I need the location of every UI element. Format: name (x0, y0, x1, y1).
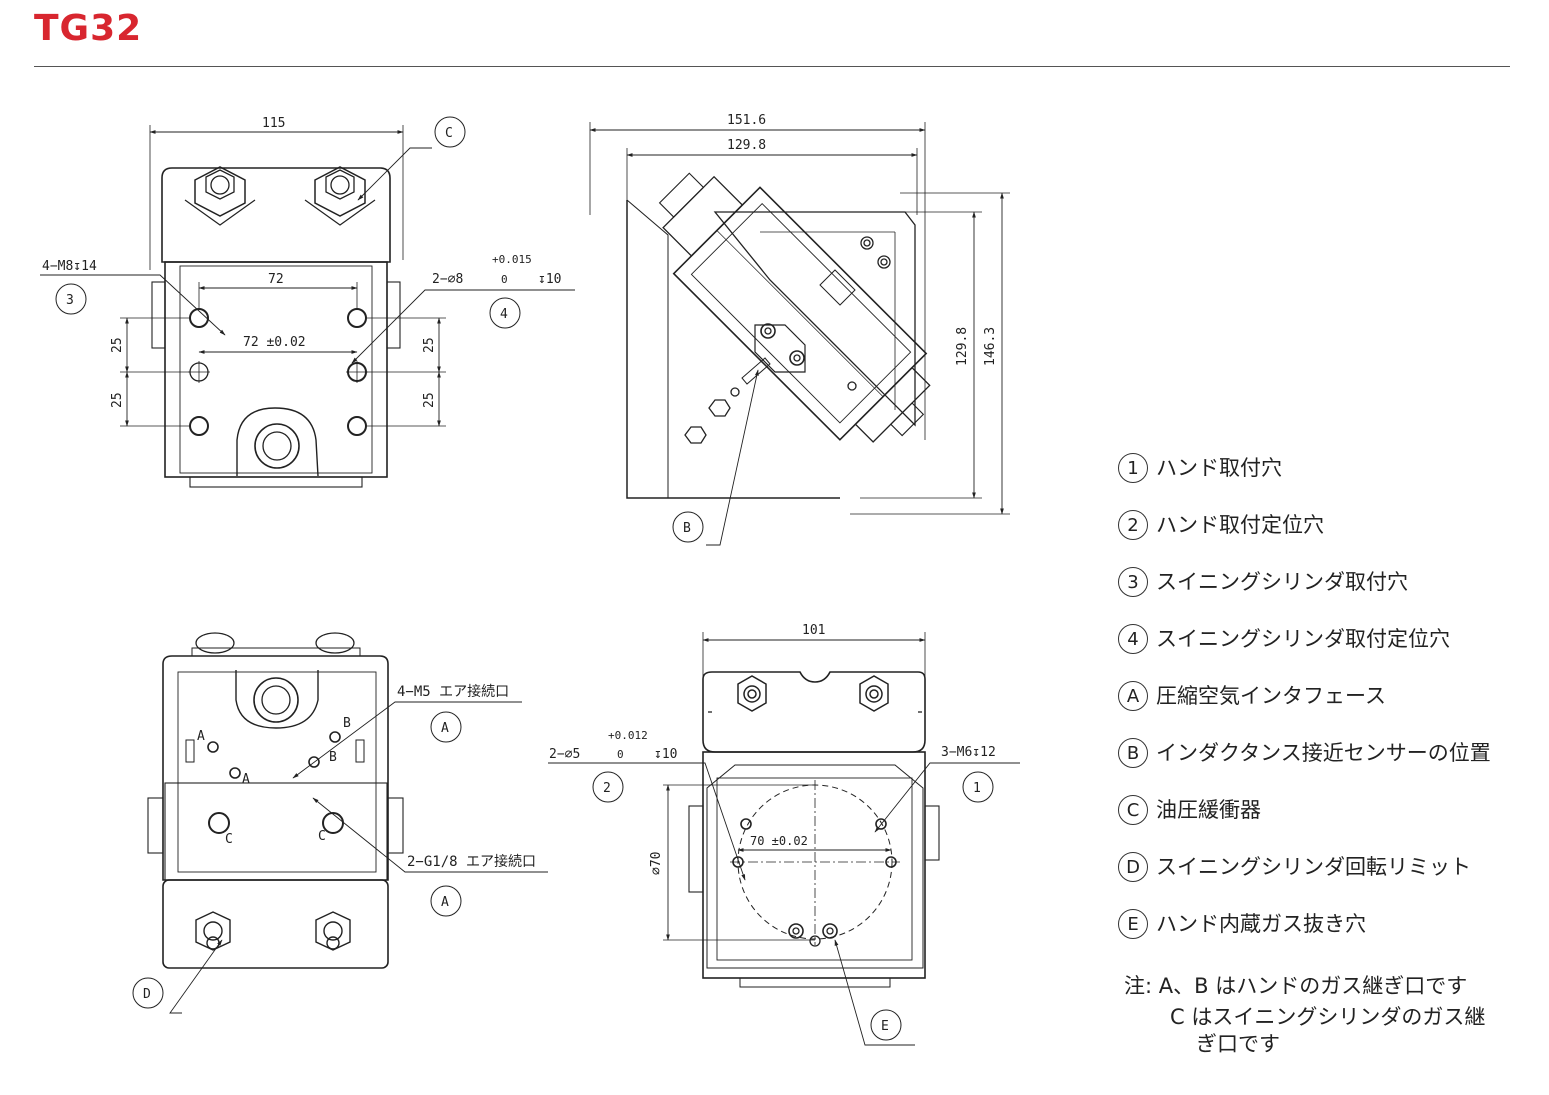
port-b-label-2: B (329, 750, 337, 765)
legend-item: E ハンド内蔵ガス抜き穴 (1118, 909, 1548, 968)
bolt-right (304, 166, 376, 226)
callout-1-text: 3−M6↧12 (941, 745, 996, 760)
legend-text: インダクタンス接近センサーの位置 (1156, 741, 1491, 765)
legend-mark: 3 (1118, 567, 1148, 597)
callout-e-mark: E (881, 1019, 889, 1034)
callout-4-text: 2−∅8 (432, 272, 463, 287)
callout-4-mark: 4 (500, 307, 508, 322)
top-vert-left-lower: 25 (110, 392, 125, 408)
top-vert-left-upper: 25 (110, 337, 125, 353)
side-view (589, 122, 1010, 546)
callout-1-mark: 1 (973, 781, 981, 796)
legend-mark: A (1118, 681, 1148, 711)
note-line-1: 注: A、B はハンドのガス継ぎ口です (1124, 974, 1468, 998)
legend-item: A 圧縮空気インタフェース (1118, 681, 1548, 740)
legend-item: B インダクタンス接近センサーの位置 (1118, 738, 1548, 797)
callout-c-mark: C (445, 126, 453, 141)
callout-a2-text: 2−G1/8 エア接続口 (407, 853, 536, 870)
legend-text: 圧縮空気インタフェース (1156, 684, 1386, 708)
top-view-labels: 115 72 72 ±0.02 25 25 25 25 4−M8↧14 3 2−… (42, 116, 561, 408)
port-a-label-1: A (197, 729, 205, 744)
header-divider (34, 66, 1510, 67)
top-view (40, 125, 575, 488)
side-view-labels: 151.6 129.8 129.8 146.3 B (672, 113, 998, 543)
callout-a2-mark: A (441, 895, 449, 910)
callout-2-depth: ↧10 (654, 747, 677, 762)
note: 注: A、B はハンドのガス継ぎ口です C はスイニングシリンダのガス継 ぎ口で… (1124, 970, 1544, 1057)
front-width-dim: 101 (802, 623, 825, 638)
top-tolerance-dim: 72 ±0.02 (243, 335, 306, 350)
port-a-label-2: A (242, 772, 250, 787)
top-vert-right-upper: 25 (422, 337, 437, 353)
callout-4-tol-lower: 0 (501, 273, 508, 286)
side-dim-outer-width: 151.6 (727, 113, 766, 128)
side-dim-inner-width: 129.8 (727, 138, 766, 153)
callout-d-mark: D (143, 987, 151, 1002)
legend-mark: C (1118, 795, 1148, 825)
callout-2-tol-lower: 0 (617, 748, 624, 761)
port-c-label-2: C (318, 829, 326, 844)
legend: 1 ハンド取付穴 2 ハンド取付定位穴 3 スイニングシリンダ取付穴 4 スイニ… (1118, 453, 1548, 968)
bottom-view-labels: A A B B C C 4−M5 エア接続口 A 2−G1/8 エア接続口 A … (132, 683, 536, 1009)
note-line-2: C はスイニングシリンダのガス継 (1170, 1005, 1486, 1029)
legend-mark: 2 (1118, 510, 1148, 540)
callout-b-mark: B (683, 521, 691, 536)
legend-mark: 4 (1118, 624, 1148, 654)
page-title: TG32 (34, 8, 143, 49)
legend-item: 2 ハンド取付定位穴 (1118, 510, 1548, 569)
legend-item: D スイニングシリンダ回転リミット (1118, 852, 1548, 911)
callout-3-mark: 3 (66, 293, 74, 308)
port-b-label-1: B (343, 716, 351, 731)
callout-4-tol-upper: +0.015 (492, 253, 532, 266)
top-vert-right-lower: 25 (422, 392, 437, 408)
side-dim-height-inner: 129.8 (955, 327, 970, 366)
callout-2-tol-upper: +0.012 (608, 729, 648, 742)
legend-text: ハンド取付穴 (1156, 456, 1282, 480)
legend-text: 油圧緩衝器 (1156, 798, 1261, 822)
front-view-labels: 101 ∅70 70 ±0.02 2−∅5 +0.012 0 ↧10 2 3−M… (549, 623, 996, 1041)
callout-a1-mark: A (441, 721, 449, 736)
note-line-3: ぎ口です (1196, 1032, 1280, 1056)
legend-text: スイニングシリンダ回転リミット (1156, 855, 1471, 879)
legend-mark: B (1118, 738, 1148, 768)
front-pcd-dim: ∅70 (649, 852, 664, 875)
callout-4-depth: ↧10 (538, 272, 561, 287)
legend-item: 4 スイニングシリンダ取付定位穴 (1118, 624, 1548, 683)
legend-text: スイニングシリンダ取付穴 (1156, 570, 1408, 594)
callout-2-text: 2−∅5 (549, 747, 580, 762)
legend-item: C 油圧緩衝器 (1118, 795, 1548, 854)
front-view (548, 632, 1020, 1046)
front-tolerance-dim: 70 ±0.02 (750, 834, 808, 848)
legend-item: 1 ハンド取付穴 (1118, 453, 1548, 512)
legend-mark: E (1118, 909, 1148, 939)
legend-item: 3 スイニングシリンダ取付穴 (1118, 567, 1548, 626)
callout-a1-text: 4−M5 エア接続口 (397, 683, 509, 700)
port-c-label-1: C (225, 832, 233, 847)
callout-3-text: 4−M8↧14 (42, 259, 97, 274)
bottom-view (147, 632, 548, 1014)
legend-mark: D (1118, 852, 1148, 882)
bolt-left (184, 166, 256, 226)
legend-mark: 1 (1118, 453, 1148, 483)
top-width-dim: 115 (262, 116, 285, 131)
legend-text: スイニングシリンダ取付定位穴 (1156, 627, 1450, 651)
callout-2-mark: 2 (603, 781, 611, 796)
legend-text: ハンド内蔵ガス抜き穴 (1156, 912, 1366, 936)
side-dim-height-outer: 146.3 (983, 327, 998, 366)
legend-text: ハンド取付定位穴 (1156, 513, 1324, 537)
top-hole-spacing-dim: 72 (268, 272, 284, 287)
